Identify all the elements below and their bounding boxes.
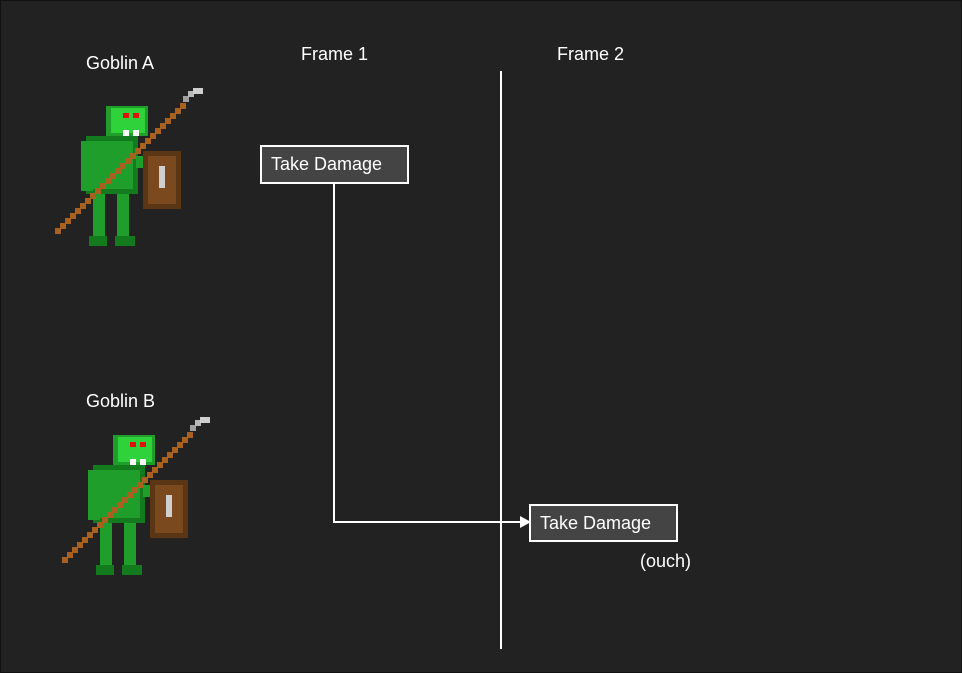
goblin-pixel xyxy=(55,228,61,234)
goblin-pixel xyxy=(140,143,146,149)
goblin-pixel xyxy=(96,565,114,575)
goblin-pixel xyxy=(95,188,101,194)
goblin-pixel xyxy=(110,173,116,179)
goblin-pixel xyxy=(62,557,68,563)
goblin-pixel xyxy=(190,425,196,431)
goblin-pixel xyxy=(90,193,96,199)
goblin-pixel xyxy=(93,194,105,246)
goblin-pixel xyxy=(127,492,133,498)
goblin-pixel xyxy=(130,153,136,159)
goblin-pixel xyxy=(123,130,129,136)
goblin-pixel xyxy=(137,482,143,488)
goblin-pixel xyxy=(65,218,71,224)
ouch-note: (ouch) xyxy=(640,551,692,571)
goblin-pixel xyxy=(150,133,156,139)
goblin-pixel xyxy=(120,163,126,169)
goblin-pixel xyxy=(87,532,93,538)
goblin-pixel xyxy=(97,522,103,528)
goblin-pixel xyxy=(170,113,176,119)
arrow-head-icon xyxy=(520,516,531,528)
goblin-a-label: Goblin A xyxy=(86,53,155,73)
take-damage-label: Take Damage xyxy=(271,154,383,174)
goblin-pixel xyxy=(165,118,171,124)
goblin-pixel xyxy=(111,108,145,133)
goblin-pixel xyxy=(180,103,186,109)
goblin-pixel xyxy=(122,497,128,503)
goblin-pixel xyxy=(72,547,78,553)
goblin-pixel xyxy=(140,459,146,465)
goblin-pixel xyxy=(125,158,131,164)
goblin-pixel xyxy=(159,166,165,188)
goblin-pixel xyxy=(155,128,161,134)
take-damage-label: Take Damage xyxy=(540,512,652,533)
goblin-pixel xyxy=(85,198,91,204)
goblin-pixel xyxy=(93,141,133,189)
goblin-pixel xyxy=(115,168,121,174)
goblin-pixel xyxy=(100,523,112,575)
goblin-pixel xyxy=(117,194,129,246)
goblin-pixel xyxy=(92,527,98,533)
goblin-pixel xyxy=(70,213,76,219)
goblin-pixel xyxy=(145,138,151,144)
goblin-pixel xyxy=(89,236,107,246)
goblin-pixel xyxy=(123,113,129,118)
goblin-pixel xyxy=(80,203,86,209)
goblin-pixel xyxy=(100,470,140,518)
goblin-pixel xyxy=(152,467,158,473)
goblin-b-sprite-icon xyxy=(62,417,210,575)
goblin-pixel xyxy=(157,462,163,468)
damage-arrow xyxy=(333,184,523,523)
goblin-pixel xyxy=(75,208,81,214)
goblin-pixel xyxy=(67,552,73,558)
goblin-pixel xyxy=(88,470,100,520)
frame-1-label: Frame 1 xyxy=(301,44,369,64)
goblin-pixel xyxy=(117,502,123,508)
goblin-pixel xyxy=(77,542,83,548)
goblin-pixel xyxy=(82,537,88,543)
goblin-pixel xyxy=(112,507,118,513)
goblin-pixel xyxy=(200,417,210,423)
goblin-pixel xyxy=(195,420,201,426)
goblin-pixel xyxy=(183,96,189,102)
goblin-pixel xyxy=(160,123,166,129)
goblin-b-label: Goblin B xyxy=(86,391,156,411)
goblin-pixel xyxy=(60,223,66,229)
goblin-pixel xyxy=(147,472,153,478)
goblin-pixel xyxy=(187,432,193,438)
goblin-pixel xyxy=(115,236,135,246)
goblin-pixel xyxy=(133,113,139,118)
goblin-pixel xyxy=(130,442,136,447)
goblin-pixel xyxy=(172,447,178,453)
goblin-a-sprite-icon xyxy=(55,88,203,246)
goblin-pixel xyxy=(167,452,173,458)
goblin-pixel xyxy=(135,148,141,154)
frame-2-label: Frame 2 xyxy=(557,44,625,64)
goblin-pixel xyxy=(166,495,172,517)
goblin-pixel xyxy=(177,442,183,448)
goblin-pixel xyxy=(81,141,93,191)
goblin-pixel xyxy=(175,108,181,114)
goblin-pixel xyxy=(132,487,138,493)
goblin-pixel xyxy=(105,178,111,184)
goblin-pixel xyxy=(188,91,194,97)
goblin-pixel xyxy=(122,565,142,575)
goblin-pixel xyxy=(102,517,108,523)
goblin-pixel xyxy=(142,477,148,483)
goblin-pixel xyxy=(182,437,188,443)
goblin-pixel xyxy=(100,183,106,189)
goblin-pixel xyxy=(130,459,136,465)
goblin-pixel xyxy=(133,130,139,136)
goblin-pixel xyxy=(107,512,113,518)
take-damage-box-frame-2: Take Damage xyxy=(529,504,678,542)
goblin-pixel xyxy=(193,88,203,94)
goblin-pixel xyxy=(124,523,136,575)
goblin-pixel xyxy=(140,442,146,447)
take-damage-box-frame-1: Take Damage xyxy=(260,145,409,184)
goblin-pixel xyxy=(118,437,152,462)
goblin-pixel xyxy=(162,457,168,463)
